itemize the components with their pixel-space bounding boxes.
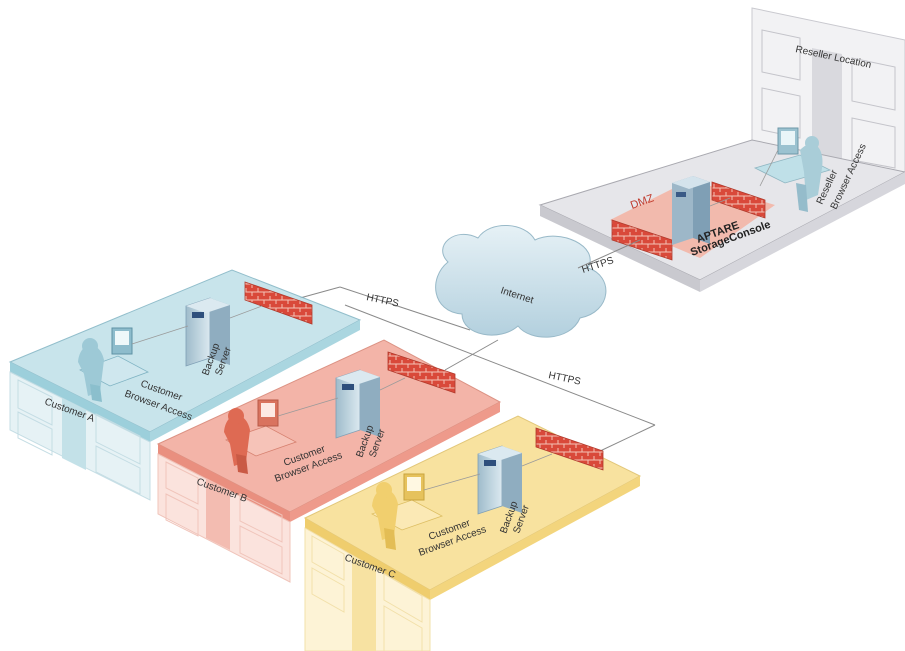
- local-links: [131, 149, 779, 491]
- customer-b-firewall-icon: [387, 351, 456, 394]
- customer-c-workstation-icon: [371, 473, 443, 550]
- customer-c-site: Customer C Customer Browser Access Backu…: [303, 415, 642, 651]
- https-label-customer-a: HTTPS: [365, 292, 400, 310]
- link-a-internet-2: [339, 286, 471, 331]
- reseller-site: Reseller Location DMZ APTARE StorageCons…: [538, 7, 905, 292]
- customer-b-backup-server-icon: [335, 369, 380, 439]
- storageconsole-server-icon: [672, 176, 710, 245]
- internet-cloud: Internet: [435, 225, 607, 338]
- link-reseller-internet: [577, 239, 641, 269]
- dmz-firewall-left: [611, 219, 673, 261]
- customer-b-site: Customer B Customer Browser Access Backu…: [156, 339, 502, 583]
- customer-c-backup-server-icon: [477, 445, 522, 515]
- customer-a-site: Customer A Customer Browser Access Backu…: [8, 269, 362, 501]
- link-c-path-2: [597, 424, 656, 453]
- customer-b-workstation-icon: [224, 399, 297, 474]
- customer-c-firewall-icon: [535, 427, 604, 471]
- customer-a-firewall-icon: [244, 281, 313, 325]
- link-c-path-1: [344, 304, 656, 426]
- dmz-firewall-right: [711, 181, 766, 219]
- link-b-internet: [444, 339, 499, 371]
- customer-a-workstation-icon: [78, 327, 149, 402]
- reseller-workstation-icon: [753, 127, 832, 212]
- link-a-internet: [299, 286, 341, 299]
- connections: [299, 239, 656, 453]
- customer-a-backup-server-icon: [185, 297, 230, 367]
